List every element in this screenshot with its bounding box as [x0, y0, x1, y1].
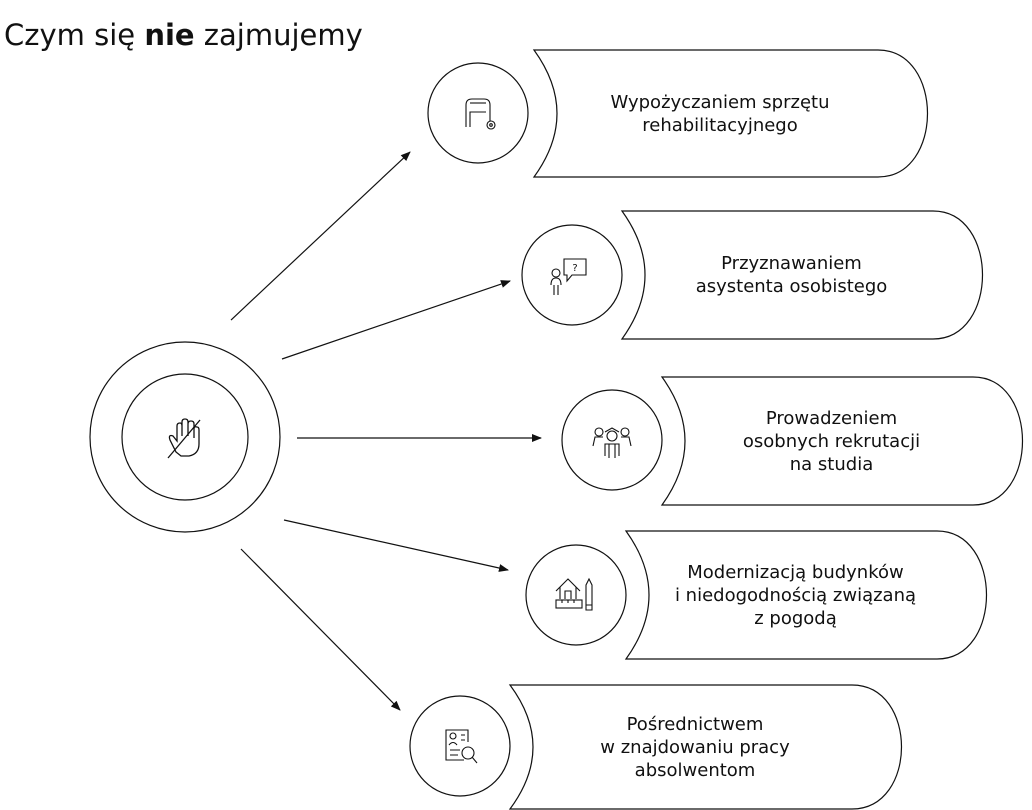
person-question-icon: ?: [550, 258, 587, 295]
title-emphasis: nie: [144, 18, 195, 52]
arrow-4: [283, 519, 509, 572]
hand-stop-crossed-icon: [167, 418, 201, 459]
item-5-banner: [508, 684, 903, 810]
item-1-banner: [532, 49, 928, 178]
resume-search-icon: [445, 729, 478, 764]
label-line: Prowadzeniem: [765, 407, 898, 429]
students-group-icon: [592, 427, 632, 458]
item-4-banner: [624, 530, 987, 660]
label-line: w znajdowaniu pracy: [600, 736, 790, 758]
building-ruler-pencil-icon: [555, 577, 593, 611]
title-prefix: Czym się: [4, 18, 145, 52]
arrow-1: [230, 151, 411, 321]
page-title: Czym się nie zajmujemy: [4, 18, 363, 52]
label-line: na studia: [789, 453, 874, 475]
label-line: asystenta osobistego: [695, 276, 888, 297]
svg-text:?: ?: [572, 263, 577, 274]
arrow-2: [281, 280, 511, 360]
item-3-icon-circle: [561, 389, 663, 491]
label-line: i niedogodnością związaną: [674, 584, 917, 606]
title-suffix: zajmujemy: [194, 18, 363, 52]
center-outer-circle: [89, 341, 281, 533]
item-3-banner: [660, 376, 1023, 506]
item-1-icon-circle: [427, 62, 529, 164]
label-line: rehabilitacyjnego: [642, 114, 798, 136]
item-5-icon-circle: [409, 695, 511, 797]
label-line: Pośrednictwem: [626, 713, 764, 735]
label-line: Modernizacją budynków: [687, 561, 904, 583]
arrow-5: [240, 548, 401, 711]
label-line: Wypożyczaniem sprzętu: [610, 91, 830, 113]
label-line: z pogodą: [754, 607, 837, 629]
label-line: Przyznawaniem: [721, 253, 862, 274]
item-2-banner: [620, 210, 983, 340]
center-inner-circle: [121, 373, 249, 501]
label-line: absolwentom: [634, 759, 756, 781]
label-line: osobnych rekrutacji: [742, 430, 921, 452]
walker-icon: [465, 98, 496, 130]
